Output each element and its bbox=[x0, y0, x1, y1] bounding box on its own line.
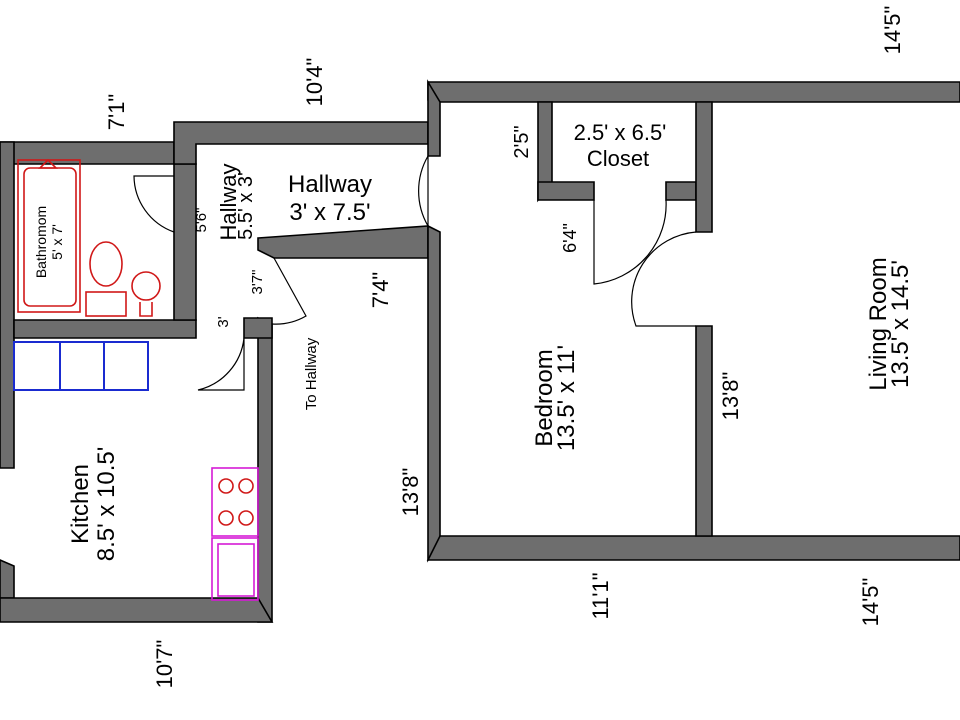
dim-13-8-left: 13'8" bbox=[398, 468, 423, 517]
door-to-hallway bbox=[271, 257, 307, 325]
stove bbox=[211, 467, 259, 537]
dim-6-4: 6'4" bbox=[560, 223, 580, 253]
dim-13-8-mid: 13'8" bbox=[718, 372, 743, 421]
kitchen-size: 8.5' x 10.5' bbox=[93, 447, 120, 562]
dim-3-7: 3'7" bbox=[249, 270, 266, 295]
bedroom-name: Bedroom bbox=[531, 349, 558, 446]
refrigerator bbox=[211, 537, 259, 601]
dimension-labels: 7'1" 10'4" 14'5" 2'5" 5'6" 6'4" 3'7" 3' … bbox=[104, 6, 905, 689]
toilet-bowl bbox=[89, 241, 123, 287]
wall-hall-top bbox=[173, 121, 429, 165]
dim-3: 3' bbox=[215, 316, 232, 327]
wall-main-left-upper bbox=[427, 79, 441, 157]
walls bbox=[0, 79, 960, 623]
door-closet bbox=[593, 199, 667, 285]
dim-10-4: 10'4" bbox=[302, 58, 327, 107]
closet-size: 2.5' x 6.5' bbox=[574, 120, 667, 145]
burner bbox=[218, 510, 234, 526]
kitchen-name: Kitchen bbox=[67, 464, 94, 544]
hallway-small-size: 5.5' x 3' bbox=[235, 172, 257, 240]
wall-kitchen-bottom bbox=[0, 597, 274, 623]
wall-bath-bottom bbox=[13, 319, 197, 339]
living-room-size: 13.5' x 14.5' bbox=[887, 260, 914, 388]
kitchen-counter bbox=[13, 341, 149, 391]
bedroom-size: 13.5' x 11' bbox=[553, 345, 580, 451]
closet-name: Closet bbox=[587, 146, 649, 171]
door-kitchen bbox=[197, 337, 245, 391]
wall-closet-bottom bbox=[537, 181, 595, 201]
wall-bath-stub bbox=[173, 163, 197, 321]
bathtub-drain bbox=[38, 158, 58, 169]
hallway-main-size: 3' x 7.5' bbox=[289, 199, 370, 226]
burner bbox=[238, 510, 254, 526]
wall-main-top bbox=[427, 81, 960, 103]
wall-left-upper bbox=[0, 141, 15, 469]
hallway-main-name: Hallway bbox=[288, 171, 372, 198]
dim-14-5-bottom: 14'5" bbox=[858, 578, 883, 627]
sink-faucet bbox=[139, 302, 153, 317]
burner bbox=[238, 478, 254, 494]
wall-main-bottom bbox=[426, 535, 960, 561]
refrigerator-inner bbox=[217, 543, 255, 597]
wall-divider-upper bbox=[695, 101, 713, 233]
wall-main-left-lower bbox=[427, 224, 441, 563]
room-labels: Bathromom 5' x 7' Hallway 5.5' x 3' Hall… bbox=[33, 120, 914, 561]
wall-left-lower bbox=[0, 559, 15, 599]
bathroom-size: 5' x 7' bbox=[49, 224, 65, 260]
door-bedroom bbox=[631, 231, 697, 327]
dim-7-4: 7'4" bbox=[368, 272, 393, 308]
wall-kitchen-right bbox=[257, 316, 273, 623]
wall-divider-lower bbox=[695, 325, 713, 537]
bathroom-fixtures bbox=[17, 158, 161, 317]
burner bbox=[218, 478, 234, 494]
dim-11-1: 11'1" bbox=[588, 572, 613, 619]
door-bathroom bbox=[133, 175, 175, 233]
kitchen-fixtures bbox=[13, 341, 259, 601]
dim-7-1: 7'1" bbox=[104, 94, 129, 130]
dim-2-5: 2'5" bbox=[511, 125, 533, 158]
wall-hall-mid bbox=[257, 225, 429, 259]
hallway-small-name: Hallway bbox=[216, 163, 241, 240]
dim-10-7: 10'7" bbox=[152, 640, 177, 689]
dim-14-5-top: 14'5" bbox=[880, 6, 905, 55]
wall-closet-right-stub bbox=[665, 181, 697, 201]
doors bbox=[133, 155, 697, 391]
wall-door-post bbox=[243, 317, 273, 339]
sink bbox=[131, 271, 161, 301]
to-hallway-label: To Hallway bbox=[303, 337, 320, 410]
toilet-tank bbox=[85, 291, 127, 317]
bathroom-name: Bathromom bbox=[33, 206, 49, 278]
dim-5-6: 5'6" bbox=[193, 208, 210, 233]
living-room-name: Living Room bbox=[865, 257, 892, 390]
door-main-hallway bbox=[418, 155, 429, 229]
